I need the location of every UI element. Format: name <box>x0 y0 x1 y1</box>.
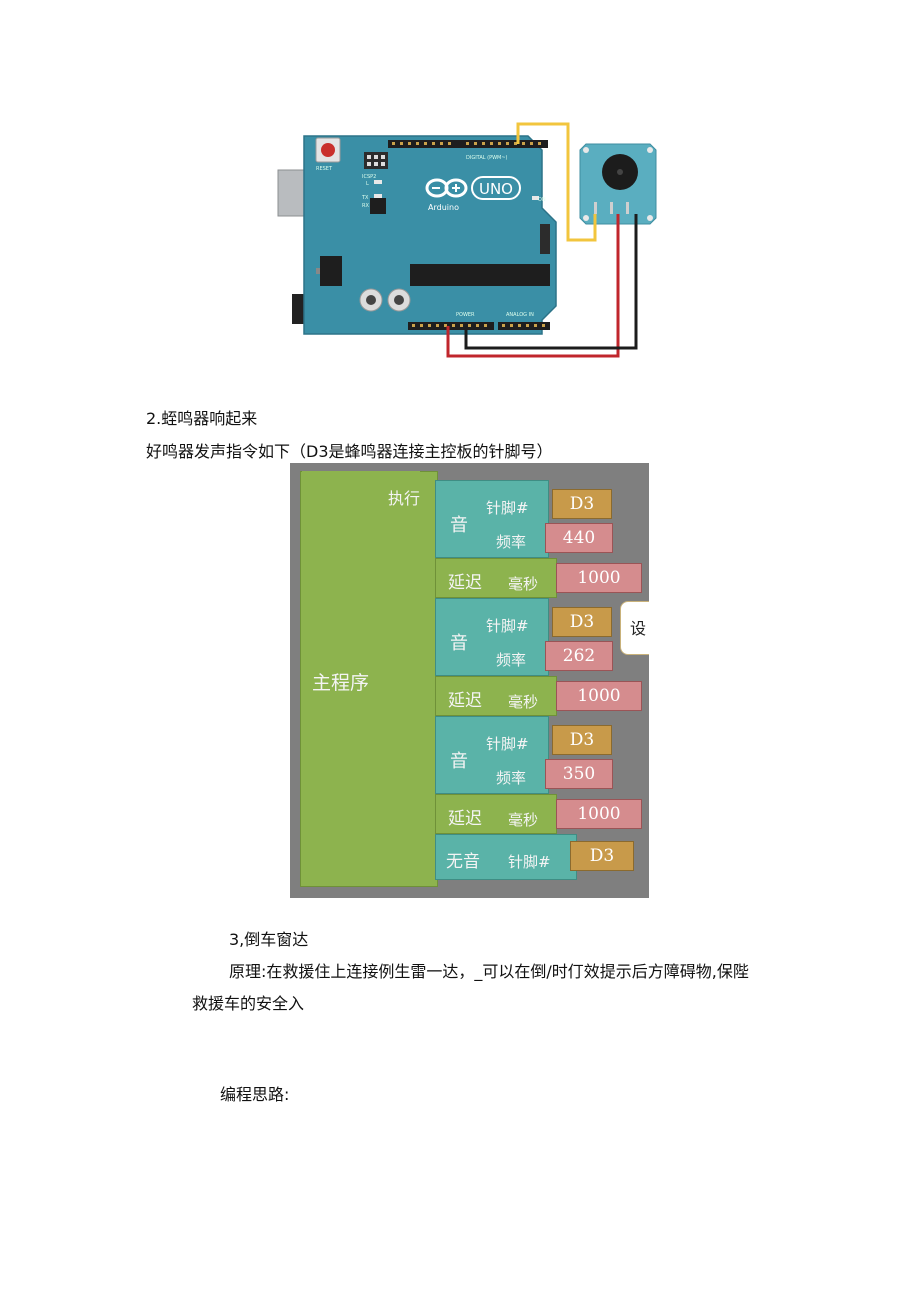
exec-label: 执行 <box>388 489 421 508</box>
delay-block[interactable] <box>435 558 557 598</box>
pin-label: 针脚# <box>508 853 551 871</box>
section-heading-radar: 3,倒车窗达 <box>229 930 309 949</box>
delay-block[interactable] <box>435 794 557 834</box>
delay-label: 延迟 <box>448 809 482 829</box>
main-program-label: 主程序 <box>312 672 370 694</box>
power-header <box>408 322 494 330</box>
delay-label: 延迟 <box>448 691 482 711</box>
freq-label: 频率 <box>496 769 527 787</box>
block-program-panel: 执行 主程序 音 针脚# 频率 D3 440 延迟 毫秒 1000 音 针脚# … <box>290 463 649 898</box>
icsp2-header <box>364 152 388 169</box>
tone-block[interactable] <box>435 716 549 794</box>
no-tone-label: 无音 <box>446 852 480 872</box>
analog-label: ANALOG IN <box>506 312 534 318</box>
section-heading-buzzer: 2.蛭鸣器响起来 <box>146 409 258 428</box>
svg-text:TX: TX <box>361 195 369 201</box>
freq-label: 频率 <box>496 533 527 551</box>
pin-label: 针脚# <box>486 499 529 517</box>
svg-text:RX: RX <box>362 203 369 209</box>
tone-block[interactable] <box>435 598 549 676</box>
tone-block[interactable] <box>435 480 549 558</box>
freq-label: 频率 <box>496 651 527 669</box>
radar-principle-line2: 救援车的安全入 <box>192 994 305 1013</box>
delay-block[interactable] <box>435 676 557 716</box>
ms-label: 毫秒 <box>508 575 539 593</box>
comment-text: 设 <box>630 619 647 638</box>
reset-button <box>321 143 335 157</box>
icsp-right-header <box>540 224 550 254</box>
pin-value-field[interactable]: D3 <box>570 841 634 871</box>
delay-label: 延迟 <box>448 573 482 593</box>
delay-value-field[interactable]: 1000 <box>556 563 642 593</box>
power-wire <box>446 214 620 358</box>
pin-value-field[interactable]: D3 <box>552 725 612 755</box>
brand-label: Arduino <box>428 203 459 212</box>
arduino-wiring-diagram: RESET ICSP2 DIGITAL (PWM~) L TX RX ON UN… <box>277 122 657 358</box>
ms-label: 毫秒 <box>508 811 539 829</box>
frequency-value-field[interactable]: 262 <box>545 641 613 671</box>
svg-text:L: L <box>366 181 369 187</box>
comment-bubble[interactable] <box>620 601 649 655</box>
pin-value-field[interactable]: D3 <box>552 489 612 519</box>
microcontroller <box>410 264 550 286</box>
frequency-value-field[interactable]: 440 <box>545 523 613 553</box>
pin-label: 针脚# <box>486 617 529 635</box>
ms-label: 毫秒 <box>508 693 539 711</box>
radar-principle-line1: 原理:在救援住上连接例生雷一达，_可以在倒/时仃效提示后方障碍物,保陛 <box>229 962 749 981</box>
svg-text:ON: ON <box>538 197 546 203</box>
analog-header <box>498 322 550 330</box>
pin-label: 针脚# <box>486 735 529 753</box>
tone-label: 音 <box>450 515 468 536</box>
icsp-label: ICSP2 <box>362 174 376 180</box>
delay-value-field[interactable]: 1000 <box>556 799 642 829</box>
pin-value-field[interactable]: D3 <box>552 607 612 637</box>
frequency-value-field[interactable]: 350 <box>545 759 613 789</box>
voltage-regulator <box>320 256 342 286</box>
tone-label: 音 <box>450 633 468 654</box>
arduino-board <box>303 135 557 335</box>
uno-label: UNO <box>479 180 513 198</box>
tone-label: 音 <box>450 751 468 772</box>
ground-wire <box>464 214 638 350</box>
usb-chip <box>370 198 386 214</box>
buzzer-intro-text: 好鸣器发声指令如下（D3是蜂鸣器连接主控板的针脚号） <box>146 442 553 461</box>
delay-value-field[interactable]: 1000 <box>556 681 642 711</box>
arduino-logo: UNO Arduino <box>425 176 521 212</box>
buzzer-module <box>579 143 657 225</box>
signal-wire <box>516 122 597 242</box>
reset-label: RESET <box>316 166 333 172</box>
programming-idea-label: 编程思路: <box>220 1085 290 1104</box>
power-label: POWER <box>456 312 475 318</box>
digital-label: DIGITAL (PWM~) <box>466 155 508 161</box>
